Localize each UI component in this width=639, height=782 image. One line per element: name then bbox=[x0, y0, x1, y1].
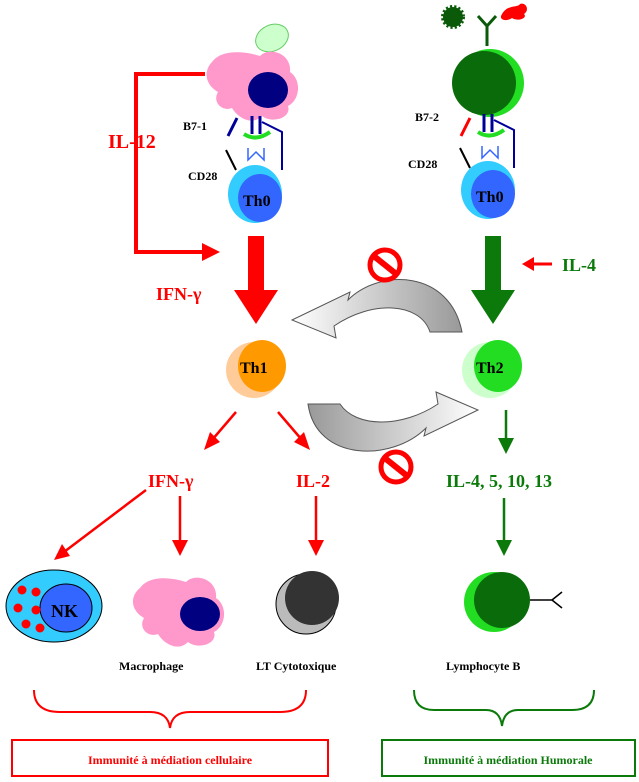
lymphocyte-b-label: Lymphocyte B bbox=[446, 659, 520, 673]
th1-label: Th1 bbox=[240, 360, 268, 377]
th1-to-il2-line bbox=[277, 411, 303, 441]
th0-to-th2-arrowhead bbox=[471, 290, 515, 324]
th1-to-ifn-arrowhead bbox=[204, 432, 220, 450]
il2-to-lt-arrowhead bbox=[308, 540, 324, 556]
apc-nucleus-left bbox=[248, 72, 288, 108]
th2-label: Th2 bbox=[476, 360, 504, 377]
th0-cell-right-inner bbox=[471, 170, 515, 218]
b7-2-label: B7-2 bbox=[415, 110, 439, 124]
macrophage-nucleus bbox=[180, 597, 220, 631]
ifn-gamma-bottom-label: IFN-γ bbox=[148, 471, 194, 491]
antigen-fragment-left bbox=[255, 23, 289, 53]
th1-inhibits-th2-curved-arrow bbox=[307, 391, 480, 452]
th0-label-left: Th0 bbox=[243, 193, 271, 210]
ifn-gamma-top-label: IFN-γ bbox=[156, 284, 202, 304]
il12-arrowhead bbox=[202, 243, 220, 261]
immunite-cellulaire-box bbox=[11, 739, 329, 777]
virus-icon bbox=[441, 5, 465, 29]
inhibition-icon-bottom bbox=[378, 449, 414, 485]
antigen-red-icon bbox=[500, 3, 527, 21]
cd28-receptor-right bbox=[459, 147, 471, 169]
ifn-to-nk-line bbox=[63, 489, 147, 553]
b7-1-label: B7-1 bbox=[183, 119, 207, 133]
il2-label: IL-2 bbox=[296, 471, 330, 491]
th0-to-th2-arrow-shaft bbox=[485, 236, 501, 292]
inhibition-icon-top bbox=[367, 247, 403, 283]
th0-to-th1-arrowhead bbox=[234, 290, 278, 324]
il4-arrowhead bbox=[522, 257, 534, 271]
lfa-right bbox=[493, 119, 515, 168]
brace-cellulaire bbox=[33, 689, 307, 729]
il12-feedback-line bbox=[134, 72, 205, 254]
antibody-receptor-icon bbox=[476, 14, 498, 46]
immunite-humorale-box bbox=[381, 739, 636, 777]
th2-inhibits-th1-curved-arrow bbox=[290, 279, 463, 339]
nk-granules bbox=[13, 585, 45, 633]
lfa-left bbox=[261, 121, 283, 170]
macrophage-label: Macrophage bbox=[119, 659, 184, 673]
cd28-label-right: CD28 bbox=[408, 157, 437, 171]
antigen-peptide-left bbox=[242, 130, 272, 140]
brace-humorale bbox=[413, 689, 595, 727]
th0-to-th1-arrow-shaft bbox=[248, 236, 264, 292]
tcr-right bbox=[481, 146, 499, 160]
th1-cell-inner bbox=[238, 340, 286, 392]
cd28-receptor-left bbox=[225, 149, 237, 171]
immunite-cellulaire-label: Immunité à médiation cellulaire bbox=[88, 753, 253, 767]
nk-label: NK bbox=[51, 601, 78, 621]
immunite-humorale-label: Immunité à médiation Humorale bbox=[424, 753, 594, 767]
lt-cytotoxique-inner bbox=[285, 571, 339, 625]
il12-label: IL-12 bbox=[108, 131, 156, 153]
th0-label-right: Th0 bbox=[476, 189, 504, 206]
th0-cell-left-inner bbox=[238, 174, 282, 222]
th1-to-il2-arrowhead bbox=[294, 432, 310, 450]
b-cell-apc-inner bbox=[452, 51, 516, 115]
b7-2-receptor bbox=[459, 117, 472, 137]
il-to-b-arrowhead bbox=[496, 540, 512, 556]
tcr-left bbox=[247, 148, 265, 162]
ifn-to-nk-arrowhead bbox=[54, 544, 70, 560]
th1-to-ifn-line bbox=[211, 411, 237, 441]
ifn-to-macrophage-arrowhead bbox=[172, 540, 188, 556]
il-th2-label: IL-4, 5, 10, 13 bbox=[446, 471, 552, 491]
cd28-label-left: CD28 bbox=[188, 169, 217, 183]
lymphocyte-b-receptor-icon bbox=[530, 591, 563, 609]
il4-top-label: IL-4 bbox=[562, 255, 596, 275]
lt-cytotoxique-label: LT Cytotoxique bbox=[256, 659, 337, 673]
lymphocyte-b-inner bbox=[474, 572, 530, 628]
antigen-peptide-right bbox=[476, 128, 506, 138]
th2-cell-inner bbox=[474, 340, 522, 392]
th2-to-il-arrowhead bbox=[498, 438, 514, 454]
b7-1-receptor bbox=[226, 117, 239, 137]
